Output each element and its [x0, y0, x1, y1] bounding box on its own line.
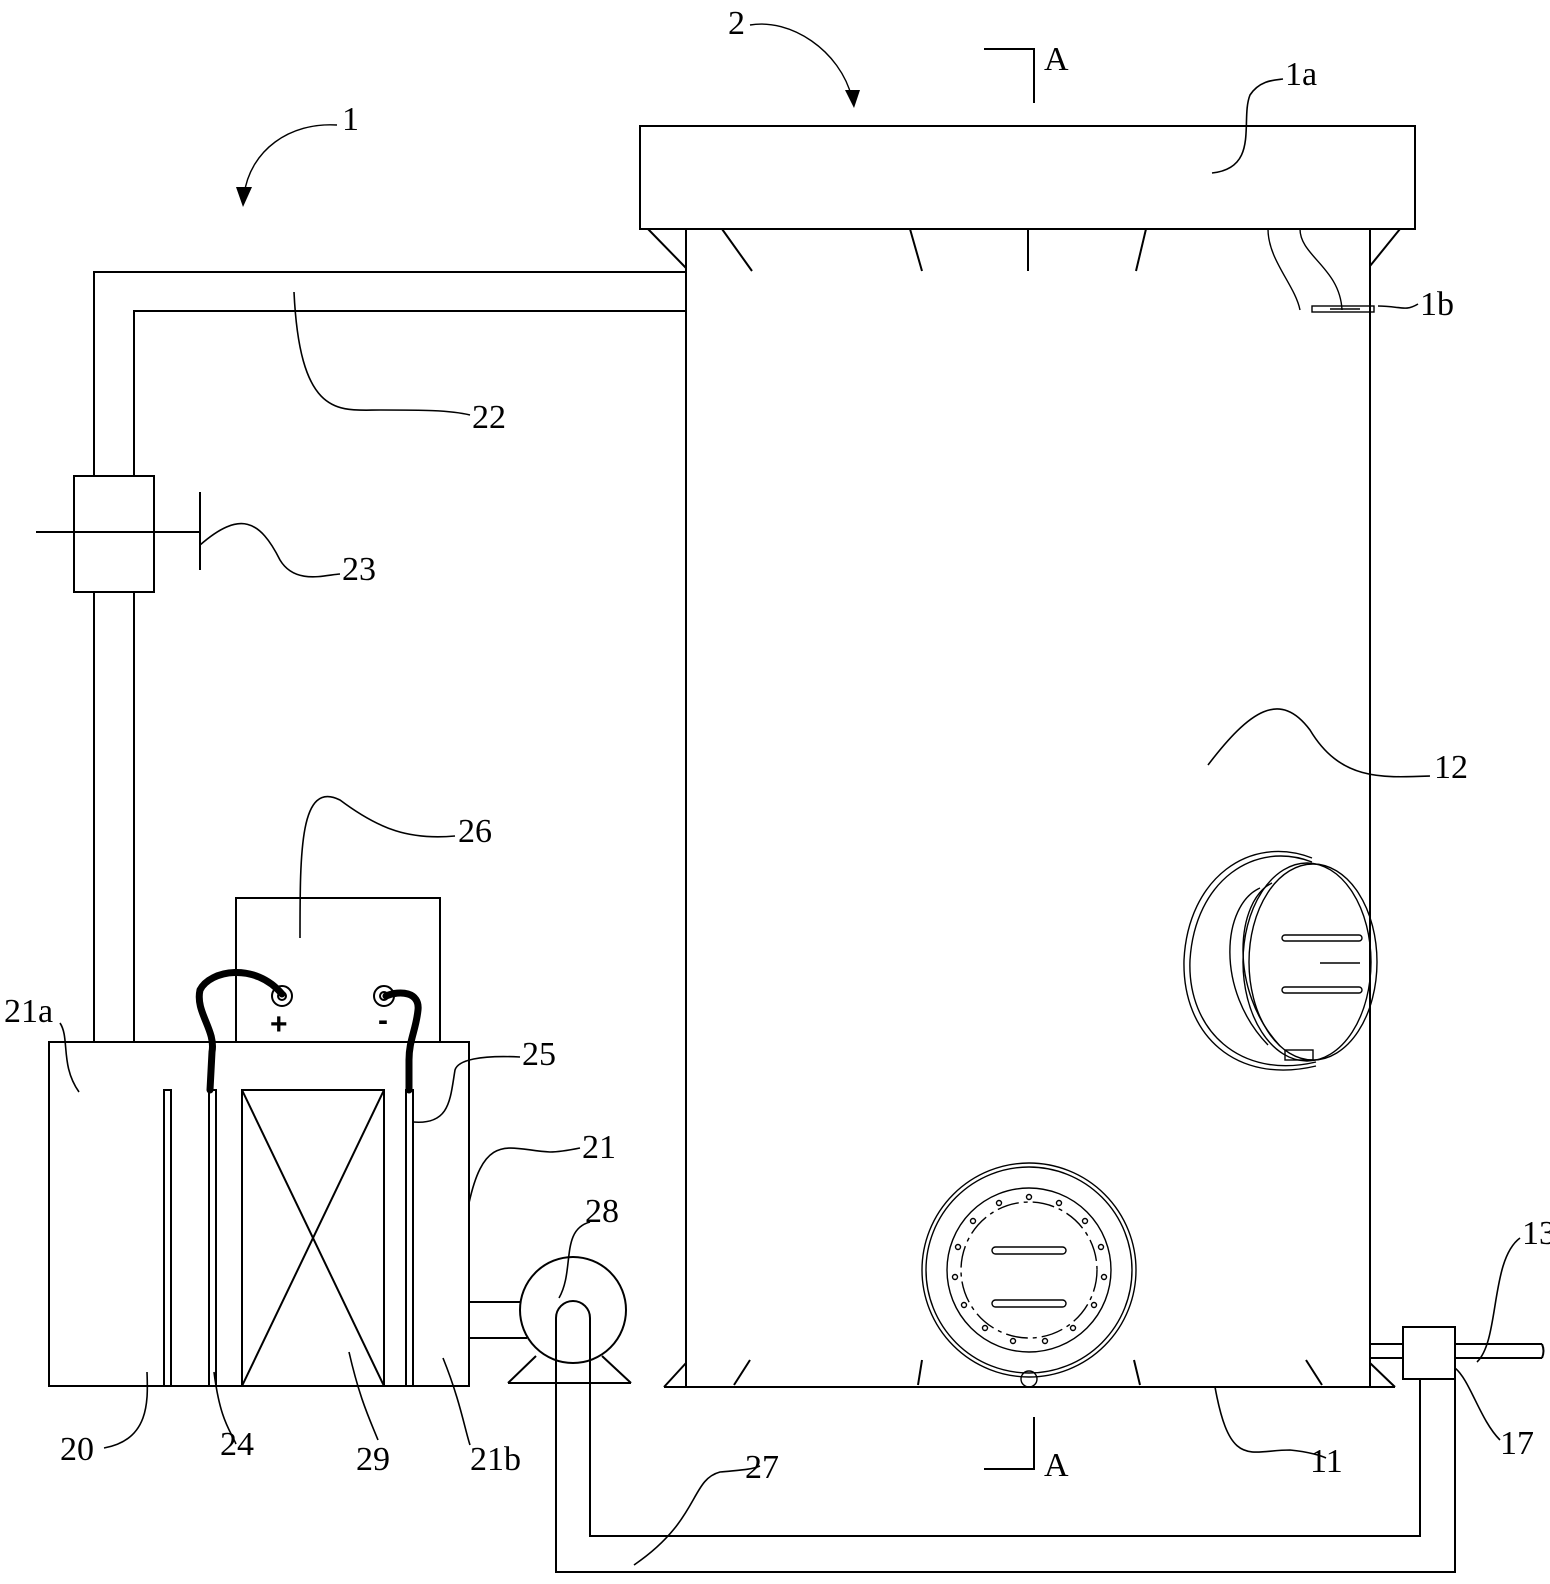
label-21b: 21b — [470, 1441, 521, 1478]
section-label-bottom: A — [1044, 1447, 1069, 1484]
label-23: 23 — [342, 551, 376, 588]
gas-pipe — [36, 271, 686, 1042]
leader-lines — [59, 78, 1521, 1566]
label-28: 28 — [585, 1193, 619, 1230]
label-21: 21 — [582, 1129, 616, 1166]
label-1b: 1b — [1420, 286, 1454, 323]
ref-arrows — [236, 23, 860, 207]
pump — [469, 1256, 632, 1384]
electrolysis-box — [48, 1041, 470, 1387]
label-1: 1 — [342, 101, 359, 138]
negative-terminal-sign: - — [378, 1004, 388, 1037]
label-21a: 21a — [4, 993, 53, 1030]
label-22: 22 — [472, 399, 506, 436]
spray-outlet — [1267, 228, 1375, 313]
label-26: 26 — [458, 813, 492, 850]
label-25: 25 — [522, 1036, 556, 1073]
side-manhole — [1183, 850, 1378, 1071]
main-tank — [685, 228, 1371, 1387]
label-29: 29 — [356, 1441, 390, 1478]
label-11: 11 — [1310, 1443, 1343, 1480]
label-24: 24 — [220, 1426, 254, 1463]
positive-terminal-sign: + — [270, 1008, 288, 1041]
outlet-valve — [1370, 1326, 1545, 1380]
reference-labels: 2 1 1a 1b 22 23 12 26 21a 25 21 28 13 20… — [4, 5, 1550, 1486]
label-20: 20 — [60, 1431, 94, 1468]
label-2: 2 — [728, 5, 745, 42]
label-12: 12 — [1434, 749, 1468, 786]
section-markers — [984, 48, 1035, 1470]
section-label-top: A — [1044, 41, 1069, 78]
front-manhole — [921, 1162, 1137, 1388]
label-13: 13 — [1522, 1215, 1550, 1252]
label-27: 27 — [745, 1449, 779, 1486]
label-1a: 1a — [1285, 56, 1317, 93]
return-pipe — [555, 1300, 1456, 1573]
label-17: 17 — [1500, 1425, 1534, 1462]
power-supply — [195, 897, 441, 1094]
